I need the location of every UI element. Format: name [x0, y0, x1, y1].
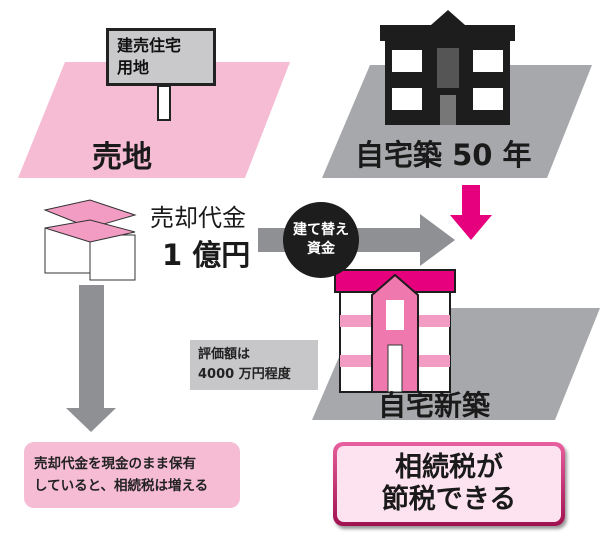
valuation-line-2: 4000 万円程度 [198, 367, 291, 382]
money-stack-icon [43, 199, 137, 281]
cash-note-line-2: していると、相続税は増える [34, 478, 209, 494]
sale-proceeds-amount: 1 億円 [162, 238, 251, 272]
rebuild-fund-line-1: 建て替え [293, 222, 349, 238]
valuation-line-1: 評価額は [198, 347, 251, 362]
land-sign: 建売住宅 用地 [106, 28, 216, 86]
cash-note-line-1: 売却代金を現金のまま保有 [34, 456, 196, 472]
down-arrow [450, 185, 492, 240]
own-house-label: 自宅築 50 年 [355, 138, 532, 172]
sold-land-parcel [18, 62, 290, 178]
result-line-1: 相続税が [395, 452, 503, 483]
result-line-2: 節税できる [381, 484, 517, 515]
result-box: 相続税が 節税できる [333, 442, 565, 526]
new-house-icon [334, 269, 456, 393]
sale-proceeds-label: 売却代金 [150, 204, 246, 232]
valuation-box: 評価額は 4000 万円程度 [190, 340, 318, 390]
cash-note-box: 売却代金を現金のまま保有 していると、相続税は増える [24, 442, 240, 508]
rebuild-fund-badge: 建て替え 資金 [283, 202, 359, 278]
sign-post [157, 85, 171, 121]
new-house-label: 自宅新築 [378, 389, 491, 422]
rebuild-fund-line-2: 資金 [307, 241, 335, 257]
cash-down-arrow [66, 285, 116, 432]
old-house-icon [380, 10, 515, 125]
sign-line-2: 用地 [117, 58, 150, 77]
sign-line-1: 建売住宅 [117, 36, 182, 55]
sold-land-label: 売地 [92, 140, 152, 175]
